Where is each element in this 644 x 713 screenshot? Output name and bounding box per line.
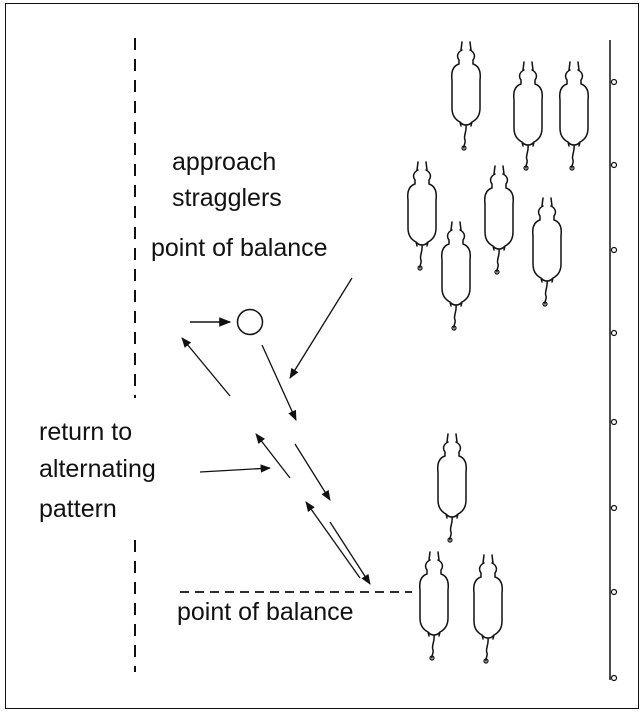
cow-icon [473, 554, 503, 664]
label-stragglers: stragglers [172, 184, 282, 212]
cow-icon [437, 433, 467, 543]
cow-icon [532, 197, 562, 307]
cow-icon [419, 551, 449, 661]
cow-icon [484, 165, 514, 275]
cow-icon [513, 61, 543, 171]
alternating-pointer [199, 464, 272, 473]
handler-circle [236, 308, 264, 336]
label-return-to: return to [39, 418, 133, 446]
label-point-of-balance-bottom: point of balance [177, 598, 354, 626]
cattle-group-top [407, 41, 589, 331]
point-of-balance-pointer [289, 277, 353, 379]
label-point-of-balance-top: point of balance [151, 234, 328, 262]
cow-icon [451, 41, 481, 151]
zigzag-path [181, 337, 371, 585]
cow-icon [559, 61, 589, 171]
label-pattern: pattern [39, 495, 117, 523]
cow-icon [407, 161, 437, 271]
cattle-group-bottom [419, 433, 503, 664]
label-approach: approach [172, 148, 277, 176]
fence-posts [610, 78, 618, 682]
label-alternating: alternating [39, 455, 156, 483]
cow-icon [441, 221, 471, 331]
